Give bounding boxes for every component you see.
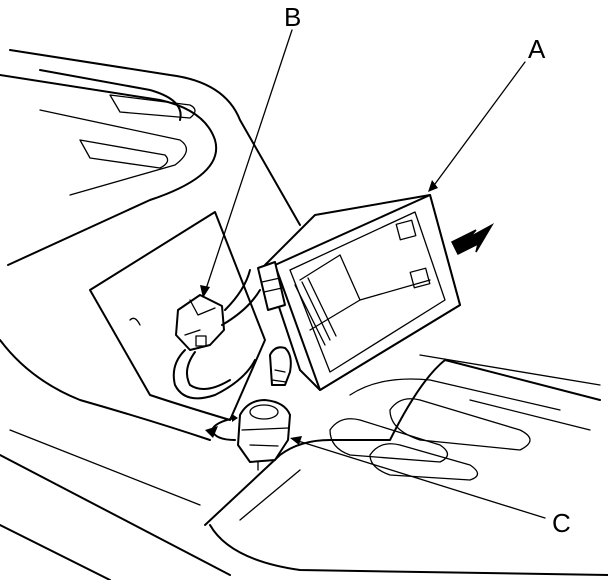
bulb (269, 346, 292, 386)
callout-a: A (528, 34, 546, 64)
direction-arrow (450, 223, 495, 256)
leader-b (204, 29, 293, 293)
callout-b: B (284, 2, 301, 32)
housing-a (257, 194, 461, 391)
leader-a-arrowhead (428, 180, 438, 192)
panel-opening (89, 211, 266, 421)
leader-a (431, 61, 526, 189)
connector-b (172, 269, 261, 400)
socket-c (237, 399, 291, 471)
lower-trim (204, 354, 608, 576)
leader-c-arrowhead (290, 436, 302, 445)
leader-b-arrowhead (200, 285, 210, 298)
rotation-arrow (205, 414, 238, 441)
callout-c: C (552, 508, 571, 538)
leader-lines (200, 29, 546, 519)
trim-panel (0, 49, 301, 580)
leader-c (294, 439, 546, 519)
